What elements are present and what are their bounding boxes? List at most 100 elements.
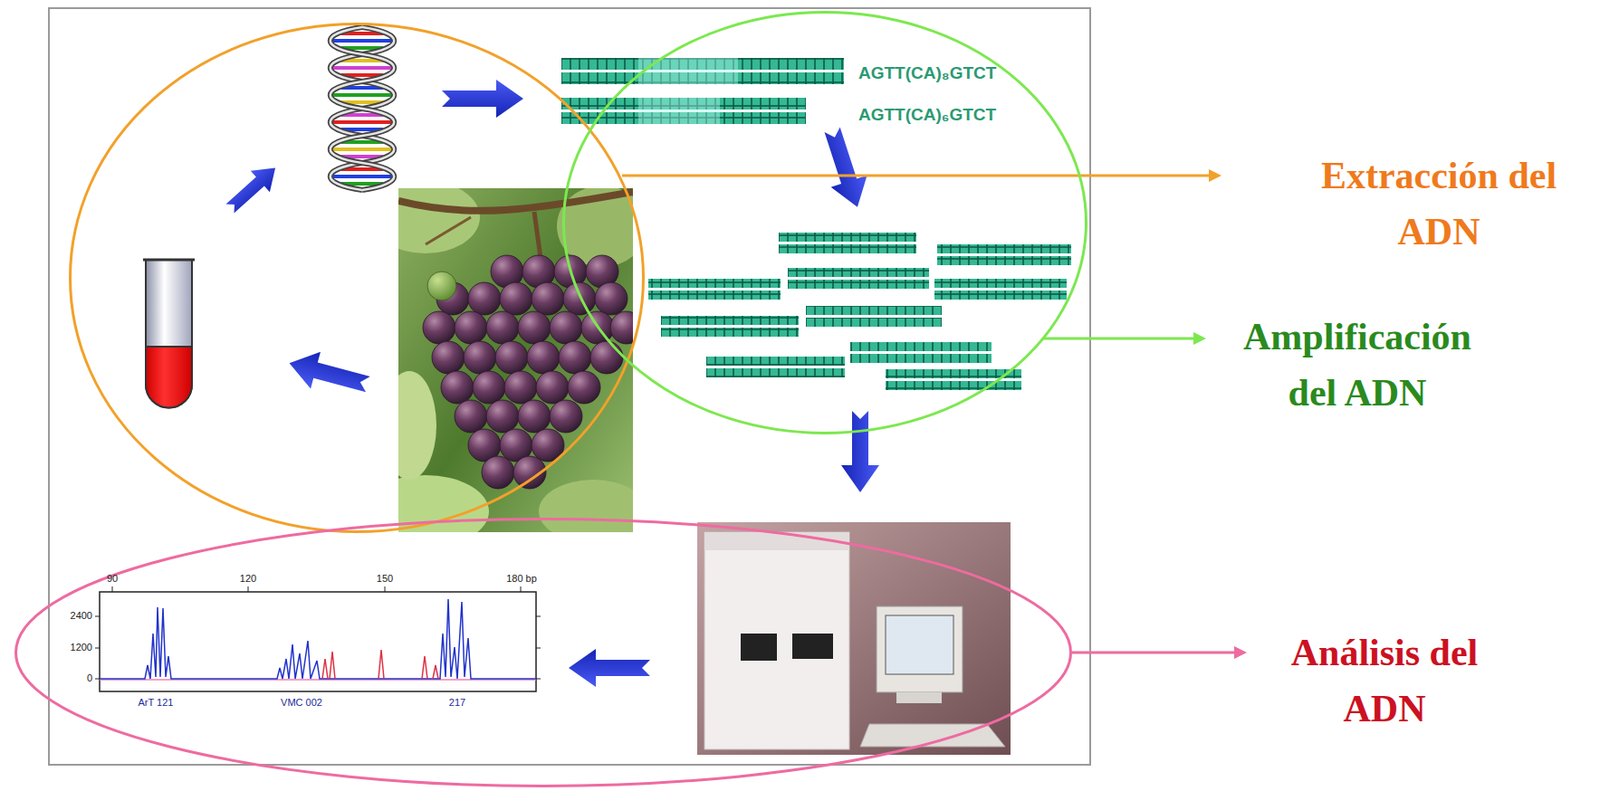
sequence-bars	[638, 97, 720, 125]
grape-photo	[425, 217, 471, 245]
grape-photo	[531, 282, 565, 316]
dna-helix	[330, 27, 395, 191]
dna-helix	[330, 174, 394, 179]
dna-helix	[330, 27, 395, 191]
grape-photo	[454, 400, 488, 433]
grape-photo	[463, 341, 497, 374]
electropherogram	[95, 586, 541, 692]
grape-photo	[549, 400, 583, 433]
marker-name: ArT 121	[138, 697, 174, 709]
marker-name: VMC 002	[280, 697, 323, 709]
electropherogram	[95, 616, 100, 618]
amplified-fragments	[934, 278, 1067, 288]
grape-photo	[481, 456, 515, 489]
electropherogram	[95, 648, 100, 650]
test-tube	[145, 259, 192, 408]
electropherogram	[248, 586, 250, 593]
sequence-text: AGTT(CA)₆GTCT	[858, 105, 997, 126]
grape-photo	[472, 371, 506, 404]
grape-photo	[567, 371, 601, 404]
amplified-fragments	[661, 327, 799, 337]
grape-photo	[526, 341, 560, 374]
axis-tick-label: 180 bp	[506, 573, 537, 585]
test-tube	[145, 346, 192, 408]
region-ellipse	[564, 12, 1087, 434]
grape-photo	[517, 400, 551, 433]
grape-photo	[398, 371, 437, 480]
sequence-text: AGTT(CA)₈GTCT	[858, 63, 997, 85]
leader-arrows	[1208, 169, 1222, 183]
region-outline	[68, 22, 645, 534]
electropherogram	[536, 616, 541, 618]
sequencer-photo	[876, 606, 963, 693]
amplified-fragments	[706, 356, 845, 366]
electropherogram	[95, 679, 100, 681]
dna-helix	[330, 27, 395, 191]
electropherogram	[99, 592, 537, 692]
amplified-fragments	[937, 244, 1072, 254]
sequence-bars	[638, 57, 738, 85]
amplified-fragments	[937, 256, 1072, 266]
dna-helix	[330, 120, 394, 125]
extraction-region: Extracción del ADN	[68, 22, 645, 534]
dna-helix	[330, 66, 394, 70]
electropherogram	[95, 586, 541, 680]
step-label: Extracción del ADN	[1293, 147, 1584, 260]
dna-helix	[330, 27, 395, 191]
process-arrows	[568, 649, 651, 688]
grape-photo	[495, 341, 528, 374]
grape-photo	[517, 311, 551, 345]
leader-arrows	[1042, 337, 1195, 341]
grape-photo	[504, 371, 537, 404]
grape-photo	[499, 282, 533, 316]
sequencer-photo	[896, 692, 942, 704]
amplified-fragments	[850, 342, 992, 352]
grape-photo	[468, 282, 501, 316]
grape-photo	[422, 311, 456, 345]
amplified-fragments	[706, 368, 845, 378]
electropherogram	[322, 650, 439, 680]
grape-photo	[549, 311, 583, 345]
electropherogram	[99, 599, 537, 680]
sequencer-photo	[697, 522, 1011, 756]
grape-photo	[558, 341, 592, 374]
test-tube	[143, 258, 195, 262]
leader-arrows	[1193, 332, 1207, 345]
grape-photo	[431, 341, 465, 374]
amplified-fragments	[805, 306, 942, 316]
electropherogram	[384, 586, 386, 593]
step-label: Amplificación del ADN	[1221, 308, 1494, 422]
sequencer-photo	[792, 633, 834, 660]
grape-photo	[398, 188, 480, 254]
dna-helix	[330, 38, 394, 43]
marker-name: 217	[449, 697, 466, 709]
leader-arrows	[1234, 646, 1247, 660]
amplified-fragments	[787, 268, 930, 278]
leader-arrows	[1072, 651, 1236, 655]
sequencer-photo	[885, 615, 954, 675]
dna-helix	[330, 93, 394, 97]
step-label: Análisis del ADN	[1253, 624, 1516, 738]
grape-photo	[536, 371, 569, 404]
panel-frame	[48, 8, 1091, 766]
axis-tick-label: 0	[86, 672, 93, 685]
sequence-bars	[561, 57, 844, 125]
process-arrows	[220, 157, 285, 221]
dna-helix	[330, 27, 395, 191]
grape-photo	[427, 271, 457, 301]
region-outline	[14, 517, 1073, 788]
grape-photo	[486, 400, 519, 433]
axis-tick-label: 90	[106, 573, 118, 585]
electropherogram	[112, 586, 114, 593]
grape-photo	[486, 311, 519, 345]
leader-arrows	[622, 174, 1210, 178]
grape-photo	[398, 191, 633, 211]
analysis-region: Análisis del ADN	[14, 517, 1073, 788]
grape-photo	[454, 311, 488, 345]
dna-helix	[330, 147, 394, 152]
region-outline	[562, 10, 1088, 435]
grape-photo	[610, 311, 633, 345]
